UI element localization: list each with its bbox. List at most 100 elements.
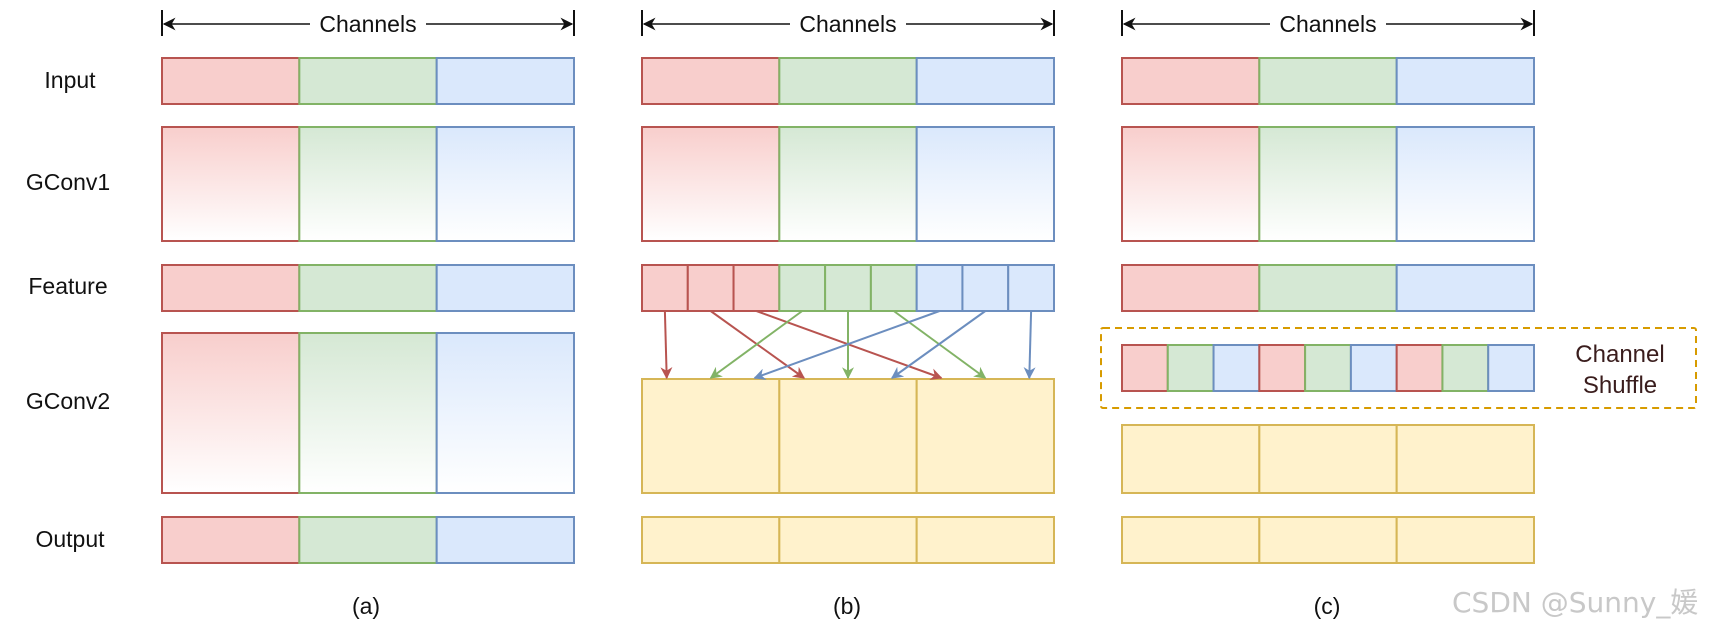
- row-label-feature: Feature: [28, 273, 107, 299]
- mix-arrow-blue: [1023, 310, 1036, 380]
- mix-arrow-green: [709, 310, 803, 379]
- panels-layer: Channels Channels Channels: [161, 10, 1535, 564]
- output-block-yellow: [1121, 516, 1261, 564]
- gconv2-block-yellow: [641, 378, 781, 494]
- channel-shuffle-label-line1: Channel: [1575, 341, 1664, 368]
- gconv1-block-blue: [435, 126, 575, 242]
- feature-block-red: [1121, 264, 1261, 312]
- input-row-a: [161, 57, 575, 105]
- input-block-blue: [915, 57, 1056, 105]
- gconv1-block-blue: [915, 126, 1056, 242]
- gconv2-block-yellow: [778, 378, 918, 494]
- row-label-gconv2: GConv2: [26, 388, 110, 414]
- mix-arrow-red: [660, 310, 673, 380]
- channels-label-b: Channels: [799, 11, 896, 37]
- panel-caption-c: (c): [1314, 593, 1341, 619]
- feature-row-a: [161, 264, 575, 312]
- output-block-green: [298, 516, 438, 564]
- feature-block-blue: [1007, 264, 1056, 312]
- output-row-a: [161, 516, 575, 564]
- input-block-green: [778, 57, 918, 105]
- row-label-gconv1: GConv1: [26, 169, 110, 195]
- output-block-yellow: [915, 516, 1056, 564]
- feature-row-b: [641, 264, 1056, 312]
- panel-caption-b: (b): [833, 593, 861, 619]
- input-block-blue: [1395, 57, 1535, 105]
- output-block-yellow: [778, 516, 918, 564]
- gconv2-row-a: [161, 332, 575, 494]
- gconv1-block-green: [298, 126, 438, 242]
- gconv2-row-c: [1121, 424, 1535, 494]
- row-label-input: Input: [44, 67, 96, 93]
- feature-block-green: [869, 264, 918, 312]
- mix-arrow-blue: [753, 310, 940, 380]
- feature-block-blue: [435, 264, 575, 312]
- panel-caption-a: (a): [352, 593, 380, 619]
- output-block-blue: [435, 516, 575, 564]
- input-block-red: [641, 57, 781, 105]
- gconv1-row-b: [641, 126, 1056, 242]
- feature-block-red: [732, 264, 781, 312]
- shuffled-feature-block-blue: [1212, 344, 1261, 392]
- output-block-red: [161, 516, 301, 564]
- input-block-red: [161, 57, 301, 105]
- input-block-blue: [435, 57, 575, 105]
- channel-mix-arrows: [660, 310, 1036, 380]
- input-block-green: [1258, 57, 1398, 105]
- row-label-output: Output: [35, 526, 105, 552]
- shuffled-feature-block-red: [1258, 344, 1307, 392]
- gconv2-block-yellow: [1258, 424, 1398, 494]
- feature-block-red: [641, 264, 689, 312]
- gconv1-block-blue: [1395, 126, 1535, 242]
- feature-block-blue: [1395, 264, 1535, 312]
- gconv1-row-c: [1121, 126, 1535, 242]
- shuffled-feature-block-green: [1304, 344, 1352, 392]
- gconv1-row-a: [161, 126, 575, 242]
- feature-row-c: [1121, 264, 1535, 312]
- feature-block-blue: [961, 264, 1010, 312]
- shuffled-feature-block-red: [1121, 344, 1169, 392]
- shuffled-feature-block-blue: [1487, 344, 1535, 392]
- channel-shuffle-label-line2: Shuffle: [1583, 372, 1657, 399]
- gconv1-block-red: [1121, 126, 1261, 242]
- shuffled-feature-block-blue: [1349, 344, 1398, 392]
- output-block-yellow: [1395, 516, 1535, 564]
- output-row-b: [641, 516, 1056, 564]
- output-block-yellow: [641, 516, 781, 564]
- output-block-yellow: [1258, 516, 1398, 564]
- mix-arrow-blue: [890, 310, 986, 379]
- input-block-red: [1121, 57, 1261, 105]
- gconv2-block-yellow: [1395, 424, 1535, 494]
- input-block-green: [298, 57, 438, 105]
- channels-span-a: Channels: [161, 10, 575, 37]
- shuffled-feature-row-c: [1121, 344, 1535, 392]
- gconv1-block-green: [1258, 126, 1398, 242]
- watermark-text: CSDN @Sunny_媛: [1452, 586, 1698, 619]
- gconv1-block-red: [161, 126, 301, 242]
- feature-block-green: [824, 264, 872, 312]
- shuffled-feature-block-green: [1441, 344, 1490, 392]
- feature-block-green: [298, 264, 438, 312]
- shuffled-feature-block-green: [1166, 344, 1215, 392]
- channels-label-c: Channels: [1279, 11, 1376, 37]
- gconv2-block-red: [161, 332, 301, 494]
- gconv2-row-b: [641, 378, 1056, 494]
- feature-block-red: [686, 264, 735, 312]
- gconv1-block-green: [778, 126, 918, 242]
- gconv2-block-blue: [435, 332, 575, 494]
- channels-span-c: Channels: [1121, 10, 1535, 37]
- input-row-b: [641, 57, 1056, 105]
- feature-block-blue: [915, 264, 964, 312]
- gconv2-block-yellow: [915, 378, 1056, 494]
- channels-label-a: Channels: [319, 11, 416, 37]
- channels-span-b: Channels: [641, 10, 1055, 37]
- feature-block-green: [778, 264, 827, 312]
- input-row-c: [1121, 57, 1535, 105]
- gconv2-block-yellow: [1121, 424, 1261, 494]
- output-row-c: [1121, 516, 1535, 564]
- gconv1-block-red: [641, 126, 781, 242]
- gconv2-block-green: [298, 332, 438, 494]
- shuffled-feature-block-red: [1395, 344, 1444, 392]
- feature-block-red: [161, 264, 301, 312]
